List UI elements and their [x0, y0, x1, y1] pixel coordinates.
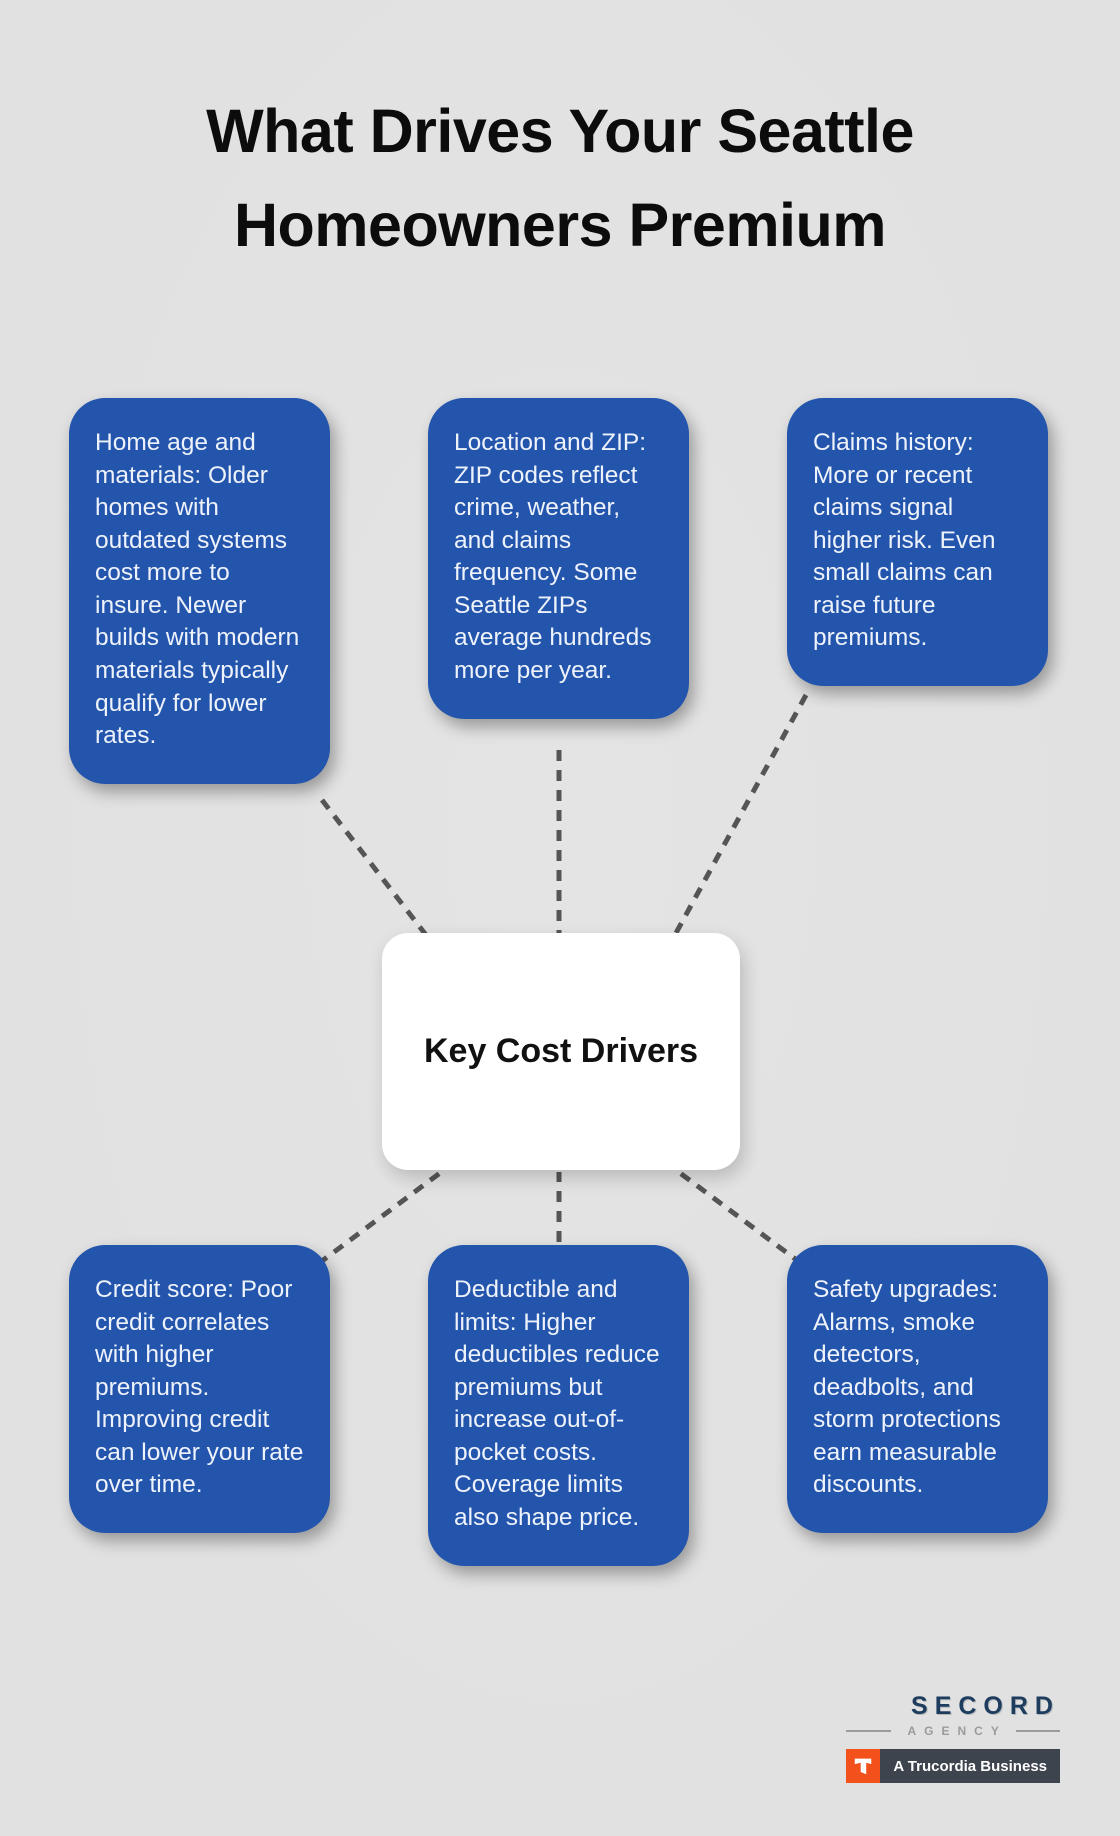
card-safety-upgrades: Safety upgrades: Alarms, smoke detectors…	[787, 1245, 1048, 1534]
center-node-key-cost-drivers: Key Cost Drivers	[382, 933, 740, 1170]
page-title-line1: What Drives Your Seattle	[206, 97, 914, 165]
card-home-age-materials: Home age and materials: Older homes with…	[69, 398, 330, 784]
secord-logo-text: SECORD	[911, 1692, 1060, 1720]
card-text: Credit score: Poor credit correlates wit…	[95, 1276, 304, 1499]
left-rule-line	[846, 1730, 891, 1732]
footer-logo-block: SECORD AGENCY A Trucordia Business	[846, 1692, 1060, 1783]
connector-line	[674, 1167, 804, 1267]
page-title: What Drives Your Seattle Homeowners Prem…	[0, 84, 1120, 272]
card-deductible-limits: Deductible and limits: Higher deductible…	[428, 1245, 689, 1566]
agency-subtitle-row: AGENCY	[846, 1724, 1060, 1738]
connector-line	[320, 798, 438, 950]
trucordia-badge: A Trucordia Business	[846, 1749, 1060, 1783]
card-text: Home age and materials: Older homes with…	[95, 429, 300, 750]
card-location-zip: Location and ZIP: ZIP codes reflect crim…	[428, 398, 689, 719]
card-claims-history: Claims history: More or recent claims si…	[787, 398, 1048, 687]
card-text: Safety upgrades: Alarms, smoke detectors…	[813, 1276, 1001, 1499]
card-credit-score: Credit score: Poor credit correlates wit…	[69, 1245, 330, 1534]
trucordia-badge-label: A Trucordia Business	[880, 1749, 1060, 1783]
center-node-label: Key Cost Drivers	[423, 1032, 698, 1070]
card-text: Claims history: More or recent claims si…	[813, 429, 996, 652]
card-text: Location and ZIP: ZIP codes reflect crim…	[454, 429, 652, 685]
trucordia-t-icon	[846, 1749, 881, 1783]
connector-line	[667, 693, 809, 946]
connector-line	[316, 1167, 446, 1267]
card-text: Deductible and limits: Higher deductible…	[454, 1276, 660, 1532]
page-title-line2: Homeowners Premium	[233, 191, 887, 259]
right-rule-line	[1015, 1730, 1060, 1732]
agency-subtitle: AGENCY	[907, 1724, 1007, 1738]
